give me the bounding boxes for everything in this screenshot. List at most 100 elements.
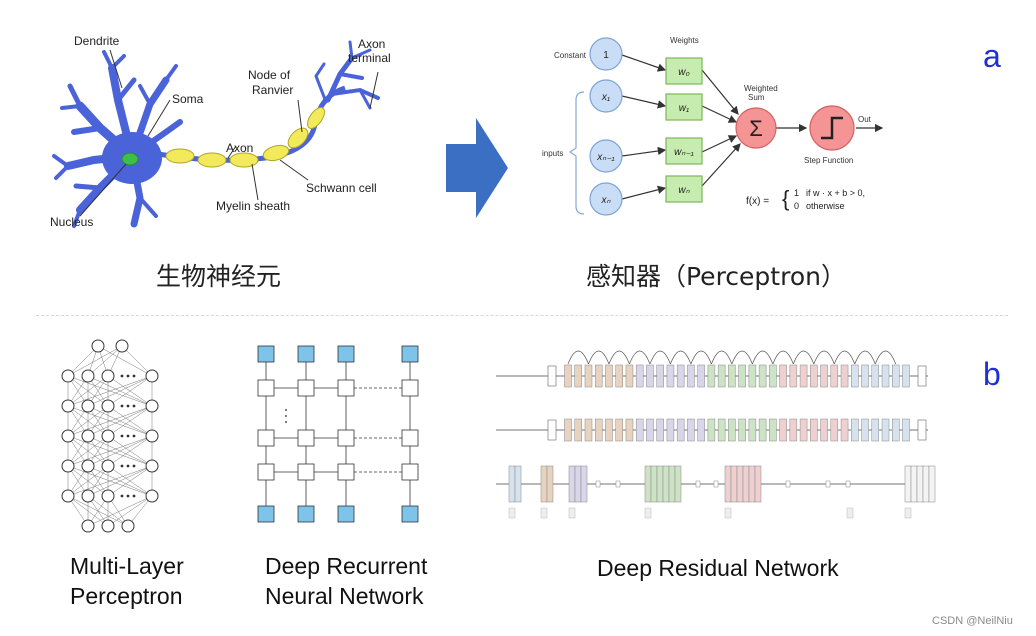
mlp-edge [67,405,153,437]
rnn-cell [297,505,315,523]
resnet34-block [820,364,828,388]
vgg-pool-marker [825,480,831,488]
rnn-cell [297,345,315,363]
input-nodes [589,37,623,216]
constant-label: Constant [554,51,587,60]
rnn-cell [337,429,355,447]
resnet34-block [676,364,685,388]
vgg-block [574,465,582,503]
resnet34-skip-connection [588,350,610,365]
axon-terminal-label-1: Axon [358,37,385,51]
resnet34-block [748,364,757,388]
wn-label: wₙ [678,185,690,196]
nucleus-label: Nucleus [50,215,93,229]
plain34-block [625,418,634,442]
resnet34-block [687,364,695,388]
resnet34-block [769,364,777,388]
perceptron-diagram: 1 x₁ xₙ₋₁ xₙ w₀ w₁ wₙ₋₁ wₙ Σ Constant We… [542,36,884,216]
resnet34-block [840,364,849,388]
resnet34-block [851,364,859,388]
mlp-neuron [61,459,75,473]
vgg-block [662,465,670,503]
mlp-edge [67,405,109,437]
mlp-edge [87,405,153,437]
mlp-ellipsis-dot [132,494,136,498]
mlp-caption-line2: Perceptron [70,583,183,609]
vgg-pool-marker [595,480,601,488]
mlp-ellipsis-dot [120,494,124,498]
vgg-block [668,465,676,503]
mlp-neuron [101,519,115,533]
plain34-block [676,418,685,442]
resnet34-block [799,364,808,388]
mlp-edge [97,345,153,377]
node-of-ranvier-label-1: Node of [248,68,291,82]
resnet34-skip-connection [874,350,897,365]
weight-boxes [665,57,703,203]
sum-symbol: Σ [749,116,763,141]
vgg-block [754,465,762,503]
resnet34-block [917,365,927,387]
mlp-ellipsis-dot [126,494,130,498]
vgg-block [916,465,924,503]
plain34-block [769,418,777,442]
plain34-block [738,418,746,442]
vgg-block [904,465,912,503]
resnet34-block [717,364,726,388]
vgg-block [730,465,738,503]
resnet34-block [810,364,818,388]
myelin-sheath-label: Myelin sheath [216,199,290,213]
resnet34-block [666,364,675,388]
mlp-edge [107,435,153,467]
resnet34-block [594,364,603,388]
step-function-label: Step Function [804,156,853,165]
vgg-block [736,465,744,503]
plain34-block [564,418,572,442]
mlp-neuron [81,519,95,533]
mlp-edge [67,345,123,377]
w1-label: w₁ [679,103,689,114]
perceptron-caption: 感知器（Perceptron） [586,262,846,291]
vgg-block [922,465,930,503]
plain34-block [820,418,828,442]
resnet34-block [830,364,839,388]
rnn-cell [401,505,419,523]
resnet-diagram [496,350,936,519]
vgg-block [748,465,756,503]
resnet34-skip-connection [793,350,815,365]
mlp-neuron [101,429,115,443]
resnet34-skip-connection [711,350,733,365]
vgg-block [910,465,918,503]
rnn-cell [401,463,419,481]
rnn-cell [337,379,355,397]
mlp-edge [67,435,109,467]
mlp-edge [67,345,99,377]
mlp-neuron [115,339,129,353]
rnn-ellipsis-dot [285,421,287,423]
resnet34-skip-connection [854,350,876,365]
mlp-edge [121,345,153,377]
formula-case2-cond: otherwise [806,201,845,211]
panel-a: Dendrite Soma Nucleus Axon Node of Ranvi… [0,0,1036,312]
mlp-edge [107,375,153,407]
weights-label: Weights [670,36,699,45]
resnet34-block [697,364,705,388]
resnet34-block [861,364,869,388]
resnet34-skip-connection [670,350,692,365]
resnet34-skip-connection [731,350,753,365]
dendrite-label: Dendrite [74,34,120,48]
vgg-block [568,465,576,503]
mlp-neuron [101,489,115,503]
plain34-block [646,418,654,442]
mlp-caption-line1: Multi-Layer [70,553,184,579]
plain34-block [851,418,859,442]
vgg-block [928,465,936,503]
vgg-pool-marker [713,480,719,488]
mlp-neuron [81,399,95,413]
plain34-block [917,419,927,441]
panel-a-letter: a [983,38,1001,74]
bias-node-label: 1 [603,50,609,61]
plain34-block [871,418,880,442]
plain34-block [656,418,664,442]
weighted-sum-label-2: Sum [748,93,765,102]
